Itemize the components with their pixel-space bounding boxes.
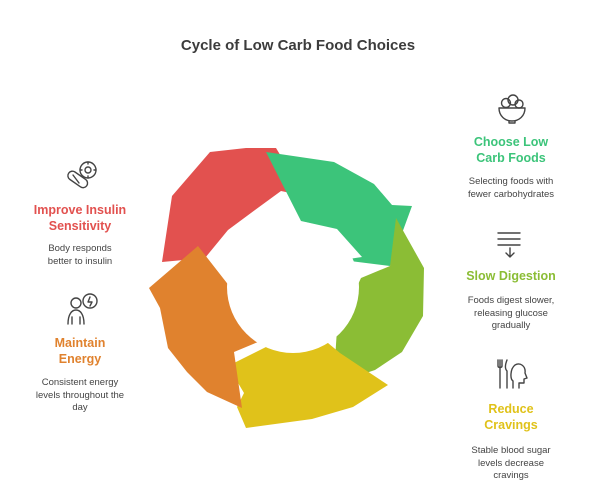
step-maintain-energy-desc: Consistent energy levels throughout the … [35,377,125,413]
step-slow-digestion-label: Slow Digestion [466,269,556,283]
diagram-title: Cycle of Low Carb Food Choices [180,37,416,54]
step-slow-digestion-desc: Foods digest slower, releasing glucose g… [467,295,555,331]
person-energy-icon [67,293,98,325]
head-fork-knife-icon [497,359,528,389]
salad-bowl-icon [498,94,526,124]
step-maintain-energy-label: Maintain Energy [54,336,106,366]
segment-maintain-energy [149,246,258,408]
insulin-pill-icon [67,161,97,189]
step-choose-low-carb-desc: Selecting foods with fewer carbohydrates [467,176,555,200]
cycle-center [227,221,359,353]
slow-flow-icon [497,232,521,258]
step-choose-low-carb-label: Choose Low Carb Foods [473,135,549,165]
step-reduce-cravings-label: Reduce Cravings [484,402,538,432]
segment-reduce-cravings [228,333,388,428]
segment-choose-low-carb [266,152,412,266]
step-improve-insulin-desc: Body responds better to insulin [47,243,113,267]
segment-improve-insulin [162,148,305,262]
segment-slow-digestion [335,218,424,374]
step-improve-insulin-label: Improve Insulin Sensitivity [33,203,127,233]
step-reduce-cravings-desc: Stable blood sugar levels decrease cravi… [471,445,551,481]
